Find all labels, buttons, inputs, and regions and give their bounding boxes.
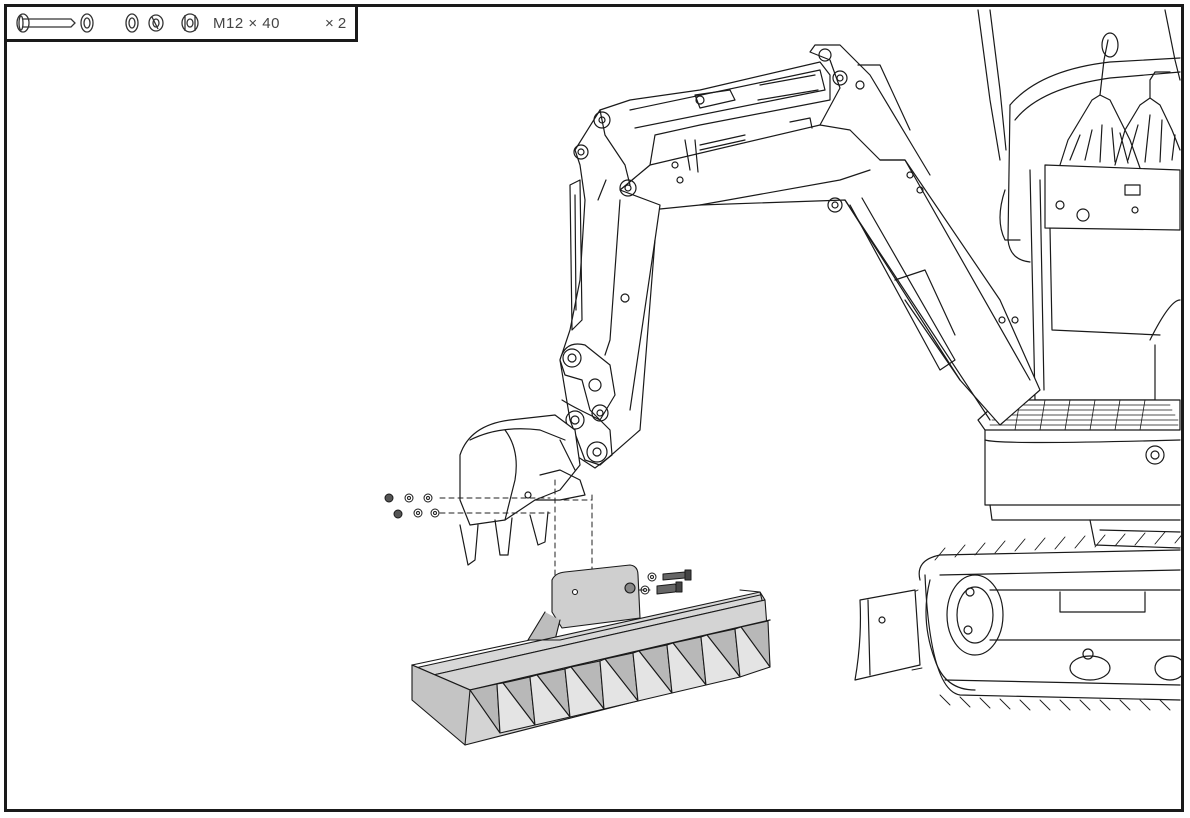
bolt-icon xyxy=(16,13,76,33)
parts-legend-icons xyxy=(16,13,199,33)
quantity-label: × 2 xyxy=(325,15,347,32)
joystick-right xyxy=(1115,72,1180,165)
bucket xyxy=(460,415,585,565)
excavator-body xyxy=(978,10,1180,548)
rake-attachment xyxy=(412,565,770,745)
dozer-blade xyxy=(855,590,920,680)
arm xyxy=(560,62,830,465)
flat-washer-icon xyxy=(125,13,139,33)
bucket-linkage xyxy=(560,344,615,468)
joystick-left xyxy=(1060,33,1140,168)
nut-icon xyxy=(181,13,199,33)
parts-legend: M12 × 40 × 2 xyxy=(4,4,358,42)
lock-washer-icon xyxy=(148,14,164,32)
track-assembly xyxy=(855,531,1185,710)
exploded-bolts xyxy=(641,570,691,594)
washer-icon xyxy=(80,13,94,33)
boom xyxy=(620,45,1040,425)
exploded-hardware-left xyxy=(385,494,439,518)
bolt-spec-label: M12 × 40 xyxy=(213,15,280,32)
